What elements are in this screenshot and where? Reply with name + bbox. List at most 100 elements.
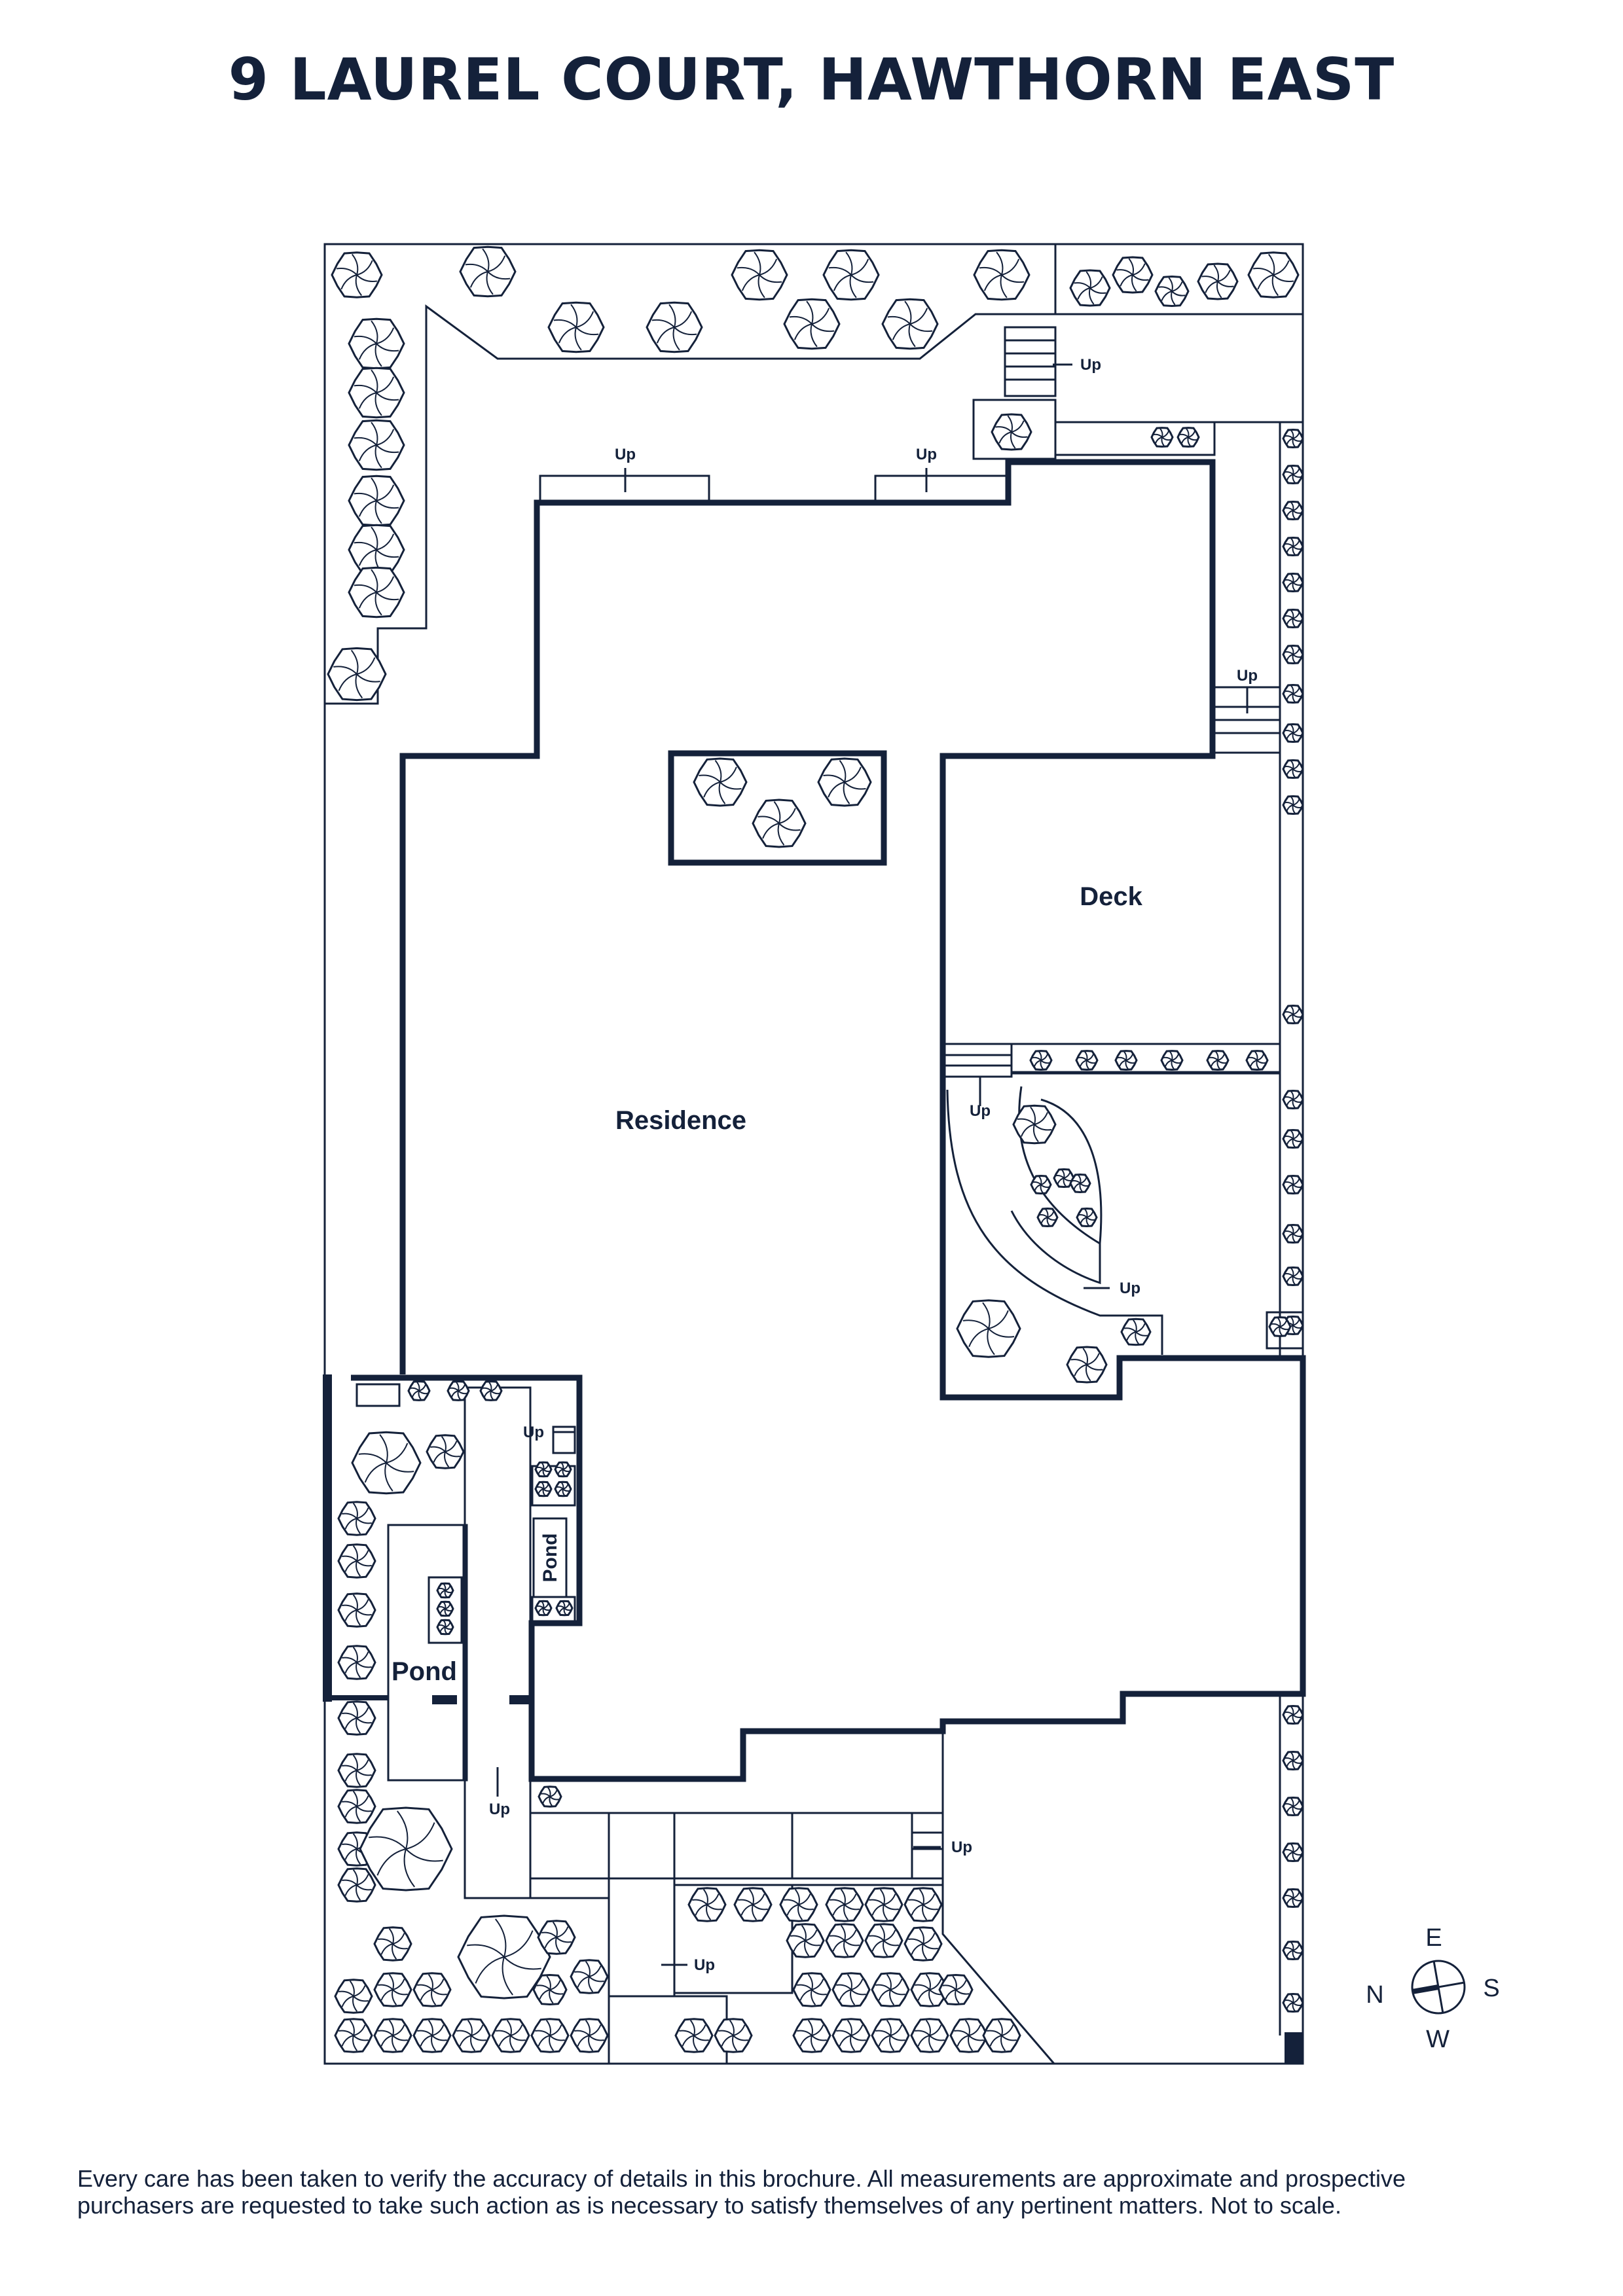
tree-symbol [1154, 275, 1190, 308]
tree-symbol [973, 249, 1030, 301]
tree-symbol [334, 1979, 373, 2014]
tree-symbol [1114, 1050, 1138, 1071]
tree-symbol [554, 1461, 572, 1478]
tree-symbol [779, 1887, 818, 1922]
disclaimer-line-2: purchasers are requested to take such ac… [77, 2192, 1341, 2219]
compass-w: W [1426, 2026, 1450, 2053]
deck-label: Deck [1080, 882, 1142, 911]
tree-symbol [792, 1972, 831, 2007]
tree-symbol [532, 1973, 568, 2006]
tree-symbol [337, 1501, 376, 1536]
disclaimer: Every care has been taken to verify the … [77, 2165, 1557, 2219]
up-label: Up [523, 1424, 544, 1441]
tree-symbol [538, 1785, 562, 1808]
planter-east [1054, 421, 1216, 456]
tree-symbol [825, 1887, 864, 1922]
tree-symbol [436, 1619, 454, 1636]
up-label: Up [951, 1839, 972, 1856]
property-boundary [323, 243, 1304, 2065]
tree-symbol [1282, 1128, 1304, 1149]
tree-symbol [534, 1461, 553, 1478]
tree-symbol [1282, 500, 1304, 521]
tree-symbol [1282, 1174, 1304, 1195]
tree-symbol [1069, 269, 1111, 307]
tree-symbol [1282, 536, 1304, 557]
tree-symbol [373, 1972, 412, 2007]
tree-symbol [1282, 1940, 1304, 1961]
tree-symbol [373, 1926, 412, 1962]
tree-symbol [1282, 1704, 1304, 1725]
compass-s: S [1483, 1975, 1499, 2002]
tree-symbol [714, 2018, 753, 2053]
tree-symbol [1282, 1750, 1304, 1771]
up-label: Up [970, 1102, 991, 1120]
tree-symbol [864, 1923, 903, 1958]
tree-symbol [674, 2018, 714, 2053]
pond-label-upper: Pond [539, 1534, 561, 1583]
compass-e: E [1425, 1924, 1442, 1952]
deck-steps [941, 1043, 1013, 1078]
tree-symbol [1076, 1207, 1098, 1228]
tree-symbol [783, 298, 841, 350]
tree-symbol [348, 475, 405, 527]
tree-symbol [534, 1480, 553, 1498]
tree-symbol [731, 249, 788, 301]
tree-symbol [1029, 1050, 1053, 1071]
tree-symbol [1282, 1796, 1304, 1817]
tree-symbol [1036, 1207, 1059, 1228]
courtyard-garden [1012, 1072, 1281, 1314]
tree-symbol [530, 2018, 570, 2053]
tree-symbol [1245, 1050, 1269, 1071]
up-label: Up [694, 1956, 715, 1974]
tree-symbol [337, 1700, 376, 1736]
tree-symbol [452, 2018, 491, 2053]
tree-symbol [991, 413, 1032, 451]
steps-top [1004, 326, 1057, 397]
page-title: 9 LAUREL COURT, HAWTHORN EAST [228, 46, 1395, 113]
up-label: Up [1120, 1280, 1140, 1297]
residence-outline [351, 459, 1306, 1782]
walkway [464, 1386, 532, 1899]
up-label: Up [615, 446, 636, 463]
tree-symbol [903, 1887, 943, 1922]
tree-symbol [436, 1600, 454, 1617]
tree-symbol [1282, 1089, 1304, 1110]
tree-symbol [903, 1926, 943, 1962]
tree-symbol [733, 1887, 773, 1922]
tree-symbol [910, 1972, 949, 2007]
tree-symbol [1282, 1266, 1304, 1287]
tree-symbol [693, 757, 748, 807]
tree-symbol [1282, 608, 1304, 629]
tree-symbol [1176, 427, 1200, 448]
tree-symbol [570, 2018, 609, 2053]
tree-symbol [554, 1480, 572, 1498]
tree-symbol [359, 1806, 453, 1892]
tree-symbol [337, 1645, 376, 1680]
tree-symbol [1030, 1174, 1052, 1195]
tree-symbol [949, 2018, 989, 2053]
tree-symbol [570, 1959, 609, 1994]
tree-symbol [1112, 256, 1154, 294]
up-label: Up [1237, 667, 1258, 685]
tree-symbol [534, 1600, 553, 1617]
disclaimer-line-1: Every care has been taken to verify the … [77, 2165, 1406, 2192]
tree-symbol [938, 1973, 974, 2006]
tree-symbol [1012, 1104, 1057, 1145]
tree-symbol [831, 2018, 871, 2053]
tree-symbol [426, 1434, 465, 1469]
tree-symbol [491, 2018, 530, 2053]
tree-symbol [1247, 251, 1300, 298]
tree-symbol [337, 1543, 376, 1579]
tree-symbol [752, 798, 807, 848]
tree-symbol [792, 2018, 831, 2053]
tree-symbol [1160, 1050, 1184, 1071]
tree-symbol [1075, 1050, 1099, 1071]
tree-symbol [337, 1789, 376, 1824]
tree-symbol [1282, 572, 1304, 593]
deck-planter [1010, 1043, 1281, 1073]
tree-symbol [459, 245, 517, 298]
south-path [529, 1812, 944, 1880]
tree-symbol [447, 1380, 470, 1401]
tree-symbol [871, 1972, 910, 2007]
compass-n: N [1366, 1981, 1383, 2009]
